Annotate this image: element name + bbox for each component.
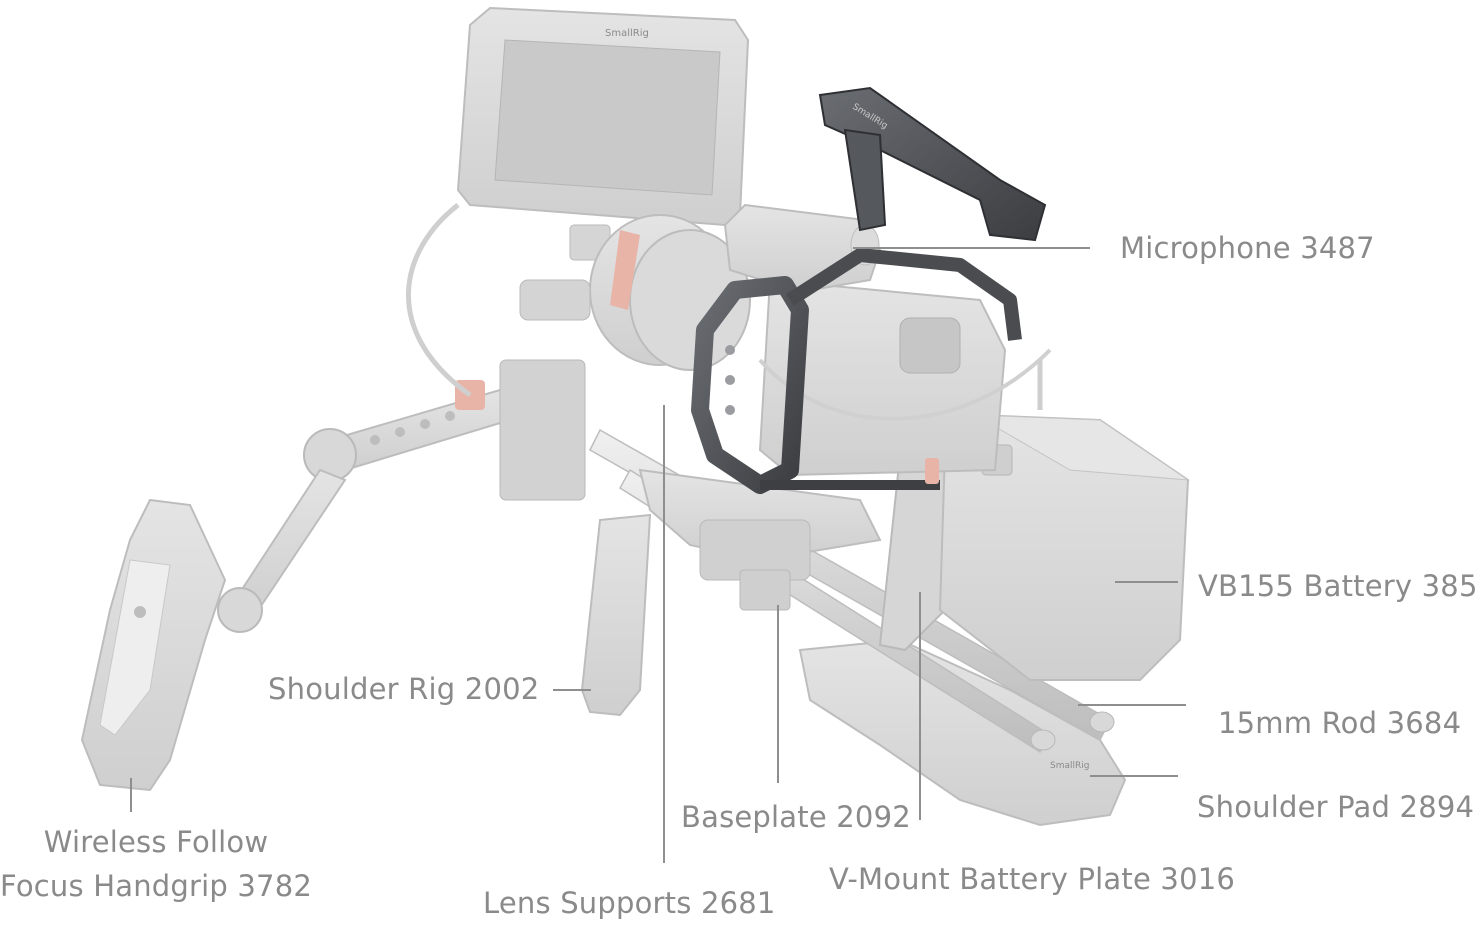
microphone-leader xyxy=(853,247,1090,249)
baseplate-leader xyxy=(777,605,779,783)
label-follow-focus-handgrip: Wireless Follow Focus Handgrip 3782 xyxy=(0,825,321,903)
label-lens-supports: Lens Supports 2681 xyxy=(483,886,776,920)
rod-leader xyxy=(1078,704,1186,706)
shoulder-pad-brand-mark: SmallRig xyxy=(1050,761,1089,771)
vmount-leader xyxy=(919,592,921,820)
label-shoulder-rig: Shoulder Rig 2002 xyxy=(268,672,540,706)
shoulder-rig-arm-part xyxy=(217,380,512,633)
camera-cage-part xyxy=(691,248,1022,494)
lens-supports-leader xyxy=(663,405,665,863)
vb155-leader xyxy=(1115,581,1178,583)
lens-part xyxy=(499,214,751,501)
label-follow-focus-line1: Wireless Follow xyxy=(43,825,269,859)
label-vmount-plate: V-Mount Battery Plate 3016 xyxy=(829,862,1236,896)
follow-focus-handgrip-part xyxy=(80,498,227,792)
label-follow-focus-line2: Focus Handgrip 3782 xyxy=(0,869,313,903)
label-baseplate: Baseplate 2092 xyxy=(681,800,911,834)
camera-body-part xyxy=(758,278,1052,477)
label-vb155-battery: VB155 Battery 3851 xyxy=(1198,569,1480,603)
label-microphone: Microphone 3487 xyxy=(1120,231,1375,265)
follow-focus-leader xyxy=(130,778,132,812)
baseplate-part xyxy=(638,468,882,611)
vb155-battery-part xyxy=(938,413,1190,681)
label-shoulder-pad: Shoulder Pad 2894 xyxy=(1197,790,1475,824)
shoulder-pad-part: SmallRig xyxy=(798,638,1127,827)
label-15mm-rod: 15mm Rod 3684 xyxy=(1218,706,1462,740)
shoulder-pad-leader xyxy=(1090,775,1178,777)
rig-handgrip-part xyxy=(580,513,652,717)
top-handle-part: SmallRig xyxy=(818,86,1047,242)
monitor-part: SmallRig xyxy=(406,6,750,398)
shoulder-rig-leader xyxy=(553,689,591,691)
monitor-brand-mark: SmallRig xyxy=(605,28,649,39)
